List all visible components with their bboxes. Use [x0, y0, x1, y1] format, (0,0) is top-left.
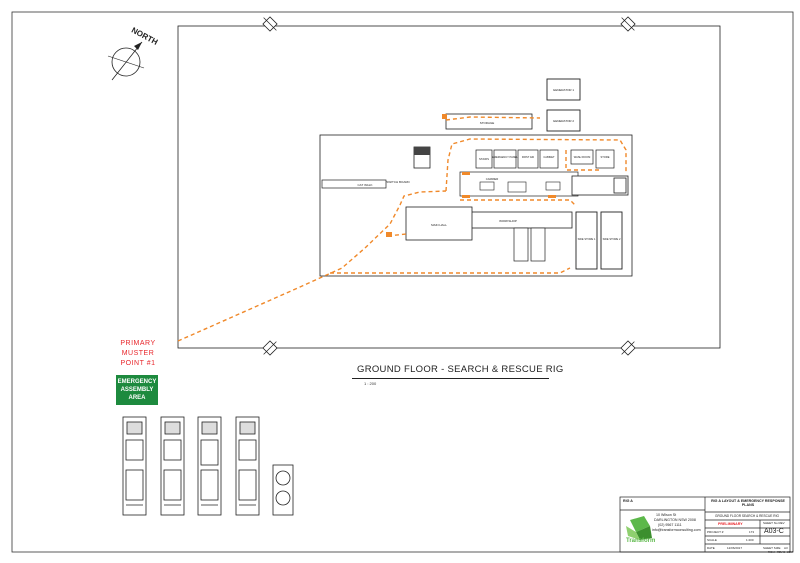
carrier-vehicle-3 — [545, 181, 561, 191]
catwalk-label: CAT WALK — [358, 183, 373, 187]
room-emergency-panel-label: EMERGENCY PANEL — [492, 155, 518, 159]
stairs-block-fill — [414, 147, 430, 155]
assembly-line-2: ASSEMBLY — [120, 387, 154, 393]
room-workshop-label: WORKSHOP — [499, 219, 517, 223]
room-emergency-panel — [493, 149, 517, 169]
room-main-hall — [405, 206, 473, 241]
muster-line-2: MUSTER — [121, 350, 155, 357]
catwalk — [321, 179, 387, 189]
compass-label: NORTH — [130, 26, 160, 47]
room-side-store-1 — [575, 211, 598, 270]
room-store-label: STORE — [601, 155, 610, 159]
title-block-address-line-1: 10 Wilson St — [656, 513, 677, 517]
room-generator-2 — [546, 109, 581, 132]
truck-bay — [571, 175, 629, 196]
room-stairs-label: STAIRS — [479, 157, 489, 161]
room-stairs — [475, 149, 493, 169]
mini-plan-4 — [235, 416, 260, 516]
title-block-sub-title: GROUND FLOOR SEARCH & RESCUE RIG — [715, 514, 779, 518]
evacuation-route — [177, 116, 627, 342]
room-first-aid — [517, 149, 539, 169]
site-boundary — [177, 25, 721, 349]
exit-markers — [386, 114, 556, 237]
room-generator-2-label: GENERATOR 2 — [553, 119, 575, 123]
main-building-outline — [319, 134, 633, 277]
title-block-footer: RIG A - REV C - 2017 — [768, 551, 794, 554]
evacuation-route-mid-corridor — [460, 199, 577, 207]
title-block-address-line-2: DARLINGTON NSW 2008 — [654, 518, 696, 522]
room-workshop — [469, 211, 573, 229]
room-storage-label: STORAGE — [480, 121, 495, 125]
column-1 — [513, 227, 529, 262]
mini-plan-1 — [122, 416, 147, 516]
room-side-store-1-label: SIDE STORE 1 — [578, 237, 596, 241]
company-logo-icon — [626, 516, 652, 540]
switchboard-label: SWITCH BOARD — [386, 180, 410, 184]
drawing-scale: 1 : 200 — [364, 381, 377, 386]
room-generator-1-label: GENERATOR 1 — [553, 88, 575, 92]
title-block-paper-value: A3 — [784, 546, 788, 550]
title-block-project-label: RIG A — [623, 499, 633, 503]
title-block-project-no-label: PROJECT # — [707, 530, 724, 534]
carrier-vehicle-1 — [479, 181, 495, 191]
assembly-line-3: AREA — [128, 395, 146, 401]
survey-marker-bottom-right — [620, 340, 636, 356]
north-arrow-icon: NORTH — [107, 26, 160, 81]
survey-marker-top-right — [620, 16, 636, 32]
mini-plan-3 — [197, 416, 222, 516]
evacuation-route-top — [445, 116, 541, 121]
title-block-email: info@transformconsulting.com — [652, 528, 701, 532]
title-block-sheet-number: A03-C — [764, 528, 784, 535]
title-block-date-label: DATE — [707, 546, 715, 550]
drawing-title: GROUND FLOOR - SEARCH & RESCUE RIG — [357, 364, 564, 375]
room-first-aid-label: FIRST AID — [522, 155, 534, 159]
evacuation-route-upper-corridor — [445, 138, 627, 192]
muster-line-1: PRIMARY — [120, 340, 156, 347]
room-side-store-2-label: SIDE STORE 2 — [603, 237, 621, 241]
title-block-status: PRELIMINARY — [718, 522, 743, 526]
title-block-project-no: 173 — [749, 530, 755, 534]
survey-marker-top-left — [262, 16, 278, 32]
room-wash-room — [570, 149, 594, 165]
title-block-logo-text: Transform — [626, 538, 656, 544]
title-block-scale-value: 1:200 — [746, 538, 754, 542]
evacuation-route-lower-corridor — [330, 267, 571, 274]
title-block-paper-label: SHEET SIZE — [763, 546, 781, 550]
title-underline — [352, 378, 549, 379]
mini-plan-5 — [272, 464, 294, 516]
sheet-border — [11, 11, 794, 553]
carrier-label: CARRIER — [486, 177, 499, 181]
title-block-date-value: 12/06/2017 — [727, 546, 743, 550]
emergency-assembly-sign: EMERGENCY ASSEMBLY AREA — [116, 375, 158, 405]
title-block-scale-label: SCALE — [707, 538, 717, 542]
title-block-frame — [619, 496, 791, 553]
carrier-vehicle-2 — [507, 181, 527, 193]
title-block-sheet-label: SHEET No REV — [763, 521, 785, 525]
assembly-line-1: EMERGENCY — [117, 379, 157, 385]
room-store — [595, 149, 615, 169]
evacuation-route-main — [177, 190, 447, 342]
title-block-phone: (02) 9567 1111 — [658, 523, 682, 527]
column-2 — [530, 227, 546, 262]
room-side-store-2 — [600, 211, 623, 270]
room-cabinet — [539, 149, 559, 169]
primary-muster-point-label: PRIMARY MUSTER POINT #1 — [105, 339, 171, 369]
evacuation-route-wash — [565, 150, 600, 171]
mini-plan-2 — [160, 416, 185, 516]
room-main-hall-label: MAIN HALL — [431, 223, 447, 227]
room-generator-1 — [546, 78, 581, 101]
title-block-drawing-title: RIG A LAYOUT & EMERGENCY RESPONSE PLANS — [711, 499, 785, 508]
survey-marker-bottom-left — [262, 340, 278, 356]
muster-line-3: POINT #1 — [120, 360, 156, 367]
room-cabinet-label: CABINET — [543, 155, 555, 159]
truck-cab — [613, 177, 627, 194]
room-wash-room-label: WASH ROOM — [574, 155, 590, 159]
